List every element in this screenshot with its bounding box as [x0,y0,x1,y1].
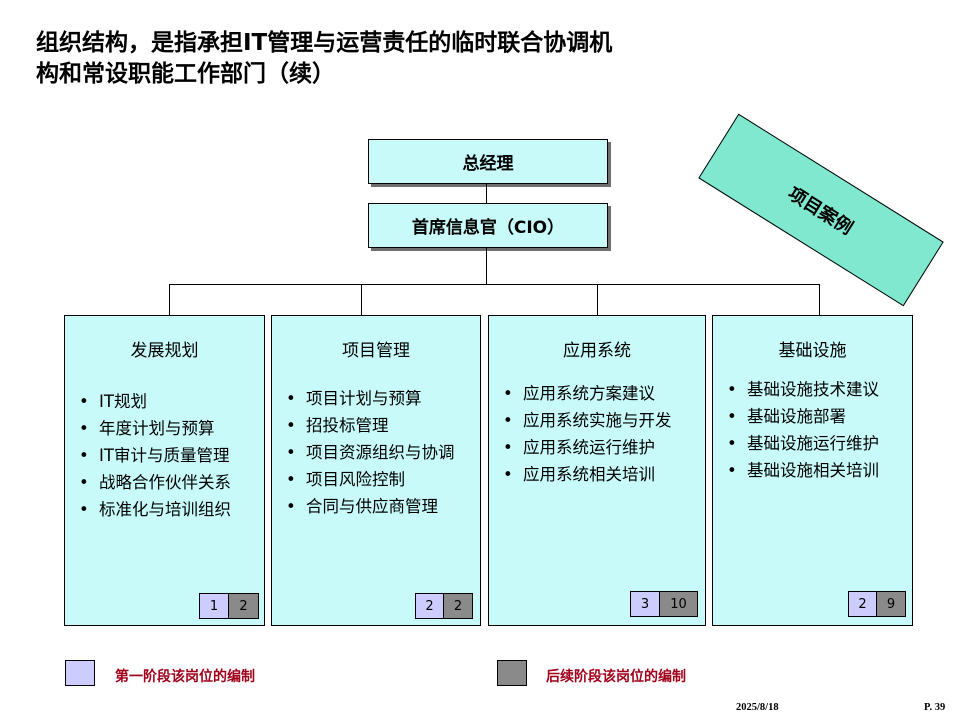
legend-later-label: 后续阶段该岗位的编制 [546,669,686,685]
duty-item: 应用系统相关培训 [503,461,701,488]
title-line-2: 构和常设职能工作部门（续） [36,61,335,87]
department-title: 发展规划 [130,341,199,361]
cio-node: 首席信息官（CIO） [368,203,608,248]
duty-item: 招投标管理 [286,412,476,439]
phase1-quota: 2 [416,594,444,618]
duty-item: 合同与供应商管理 [286,493,476,520]
duty-item: 战略合作伙伴关系 [79,469,260,496]
page-title: 组织结构，是指承担IT管理与运营责任的临时联合协调机 构和常设职能工作部门（续） [36,28,736,90]
duty-item: 应用系统运行维护 [503,434,701,461]
connector-dept-4 [819,284,820,315]
connector-dept-1 [169,284,170,315]
later-quota: 2 [229,594,258,618]
staffing-quota: 1 2 [199,593,259,619]
connector-horizontal-bus [169,284,820,285]
department-project-management: 项目管理 项目计划与预算 招投标管理 项目资源组织与协调 项目风险控制 合同与供… [271,315,481,626]
connector-dept-2 [361,284,362,315]
phase1-quota: 1 [200,594,229,618]
department-infrastructure: 基础设施 基础设施技术建议 基础设施部署 基础设施运行维护 基础设施相关培训 2… [712,315,913,626]
department-title: 项目管理 [342,341,410,361]
duty-item: 基础设施部署 [727,403,908,430]
department-title: 基础设施 [778,341,847,361]
later-quota: 9 [877,592,905,616]
duty-item: 基础设施技术建议 [727,376,908,403]
duty-item: 项目计划与预算 [286,385,476,412]
staffing-quota: 2 2 [415,593,473,619]
duty-item: 应用系统实施与开发 [503,407,701,434]
legend-phase1-swatch [65,660,95,686]
connector-gm-cio [486,183,487,203]
duty-item: 基础设施运行维护 [727,430,908,457]
connector-dept-3 [597,284,598,315]
department-development-planning: 发展规划 IT规划 年度计划与预算 IT审计与质量管理 战略合作伙伴关系 标准化… [64,315,265,626]
project-case-banner: 项目案例 [698,113,944,307]
later-quota: 2 [444,594,472,618]
title-line-1: 组织结构，是指承担IT管理与运营责任的临时联合协调机 [36,30,613,56]
duty-item: 基础设施相关培训 [727,457,908,484]
staffing-quota: 3 10 [630,591,698,617]
department-application-systems: 应用系统 应用系统方案建议 应用系统实施与开发 应用系统运行维护 应用系统相关培… [488,315,706,626]
connector-cio-trunk [486,247,487,284]
duty-item: IT规划 [79,388,260,415]
general-manager-node: 总经理 [368,139,608,184]
department-duties-list: 项目计划与预算 招投标管理 项目资源组织与协调 项目风险控制 合同与供应商管理 [286,385,476,520]
footer-page-number: P. 39 [924,702,946,713]
legend-later-swatch [497,660,527,686]
department-duties-list: 应用系统方案建议 应用系统实施与开发 应用系统运行维护 应用系统相关培训 [503,380,701,488]
department-title: 应用系统 [563,341,631,361]
later-quota: 10 [660,592,697,616]
staffing-quota: 2 9 [848,591,906,617]
department-duties-list: IT规划 年度计划与预算 IT审计与质量管理 战略合作伙伴关系 标准化与培训组织 [79,388,260,523]
phase1-quota: 2 [849,592,877,616]
footer-date: 2025/8/18 [736,702,779,713]
duty-item: 项目资源组织与协调 [286,439,476,466]
duty-item: 项目风险控制 [286,466,476,493]
duty-item: IT审计与质量管理 [79,442,260,469]
legend-phase1-label: 第一阶段该岗位的编制 [115,669,255,685]
duty-item: 年度计划与预算 [79,415,260,442]
department-duties-list: 基础设施技术建议 基础设施部署 基础设施运行维护 基础设施相关培训 [727,376,908,484]
phase1-quota: 3 [631,592,660,616]
duty-item: 标准化与培训组织 [79,496,260,523]
duty-item: 应用系统方案建议 [503,380,701,407]
